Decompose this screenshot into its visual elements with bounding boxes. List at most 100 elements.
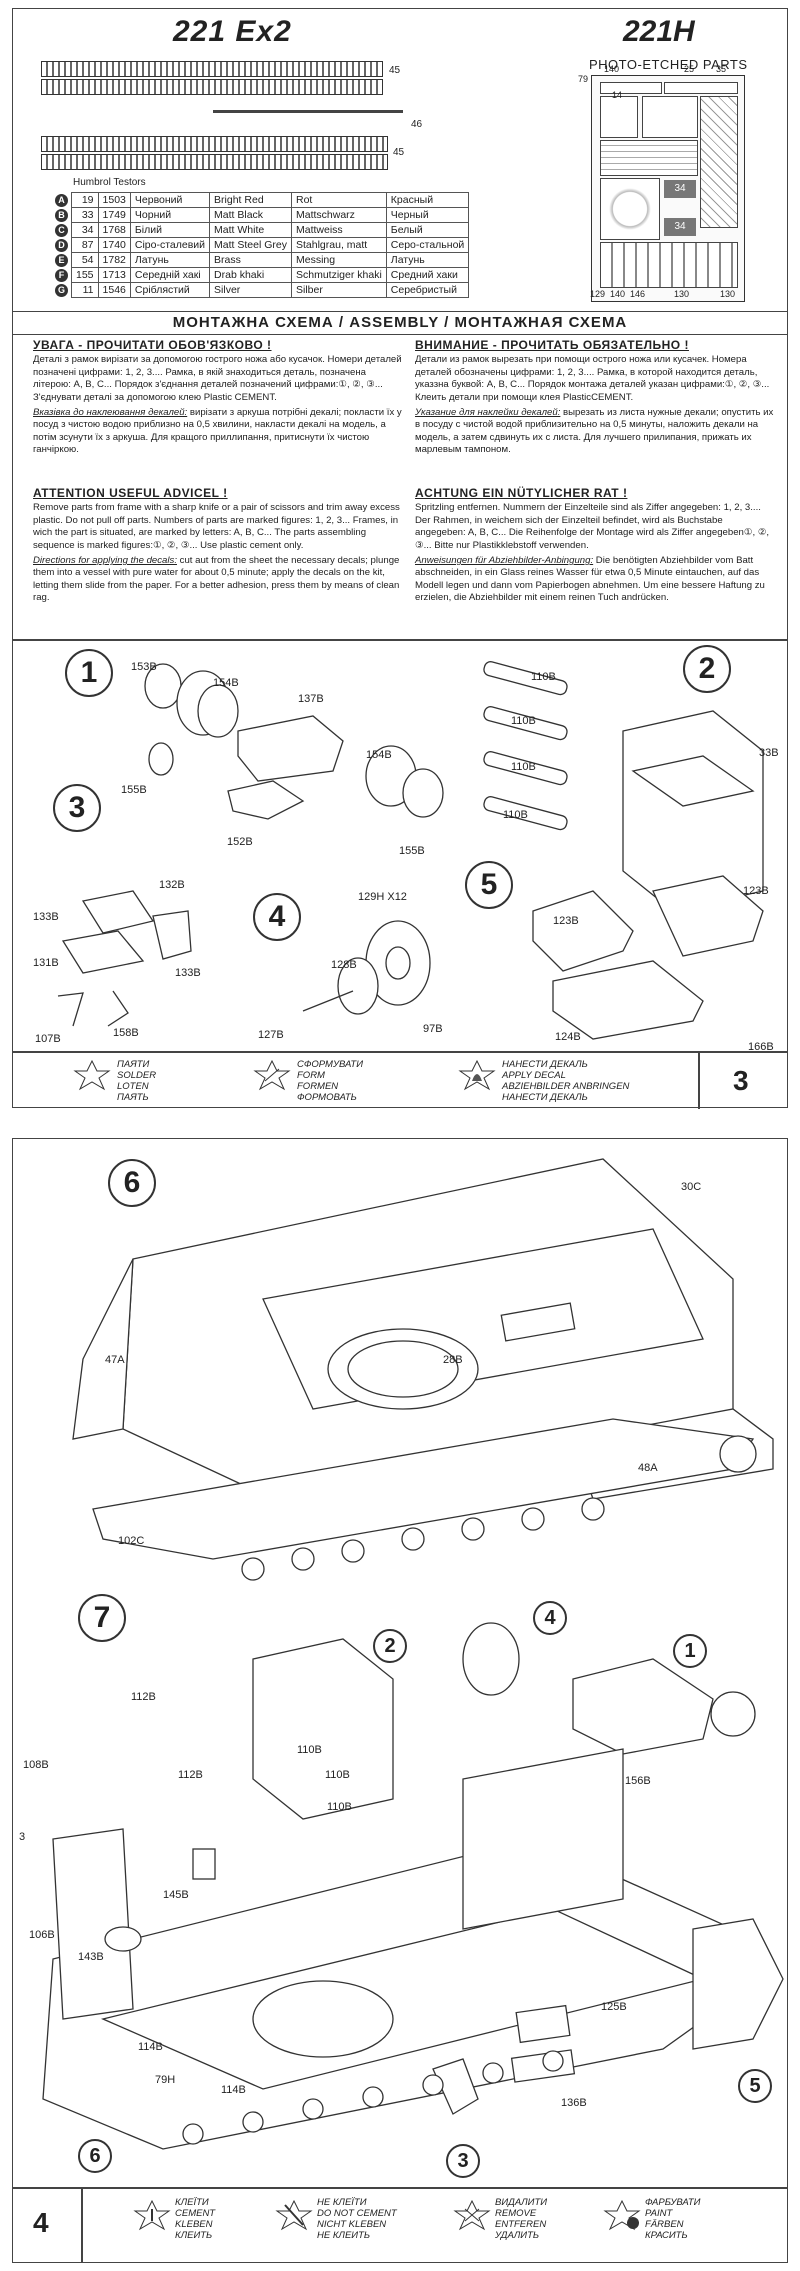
legend-text: КРАСИТЬ (645, 2230, 688, 2241)
part-label: 127B (258, 1029, 284, 1041)
text-de: Spritzling entfernen. Nummern der Einzel… (415, 502, 770, 551)
part-label: 137B (298, 693, 324, 705)
ammo-rack-shelf (631, 755, 755, 807)
ref-step-3-badge: 3 (446, 2144, 480, 2178)
legend-text: PAINT (645, 2208, 673, 2219)
testors-number: 1768 (97, 222, 131, 238)
assembly-diagram-steps-1-5 (57, 661, 764, 1040)
paint-code: G (55, 283, 68, 297)
part-label: 166B (748, 1041, 774, 1053)
part-label: 136B (561, 2097, 587, 2109)
road-wheel (242, 2111, 264, 2133)
road-wheel (482, 2062, 504, 2084)
road-wheel (241, 1557, 265, 1581)
paint-name-ru: Средний хаки (385, 267, 470, 283)
decal-title-ua: Вказівка до наклеювання декалей: (33, 407, 188, 419)
pe-part (600, 96, 638, 138)
paint-name-ua: Сіро-сталевий (129, 237, 211, 253)
instructions-en: ATTENTION USEFUL ADVICEL ! Remove parts … (33, 487, 403, 608)
ref-step-4-badge: 4 (533, 1601, 567, 1635)
pe-part (700, 96, 738, 228)
part-label: 28B (443, 1354, 463, 1366)
divider (698, 1051, 700, 1109)
part-label: 155B (399, 845, 425, 857)
part-label: 30C (681, 1181, 702, 1193)
part-label: 108B (23, 1759, 49, 1771)
part-label: 132B (159, 879, 185, 891)
road-wheel (341, 1539, 365, 1563)
cement-icon (133, 2199, 171, 2231)
instructions-de: ACHTUNG EIN NÜTYLICHER RAT ! Spritzling … (415, 487, 775, 608)
remove-icon (453, 2199, 491, 2231)
paint-name-de: Mattschwarz (291, 207, 387, 223)
part-label: 123B (743, 885, 769, 897)
model-title: 221 Ex2 (173, 15, 292, 48)
legend-text: SOLDER (117, 1070, 157, 1081)
part-label: 110B (327, 1801, 352, 1813)
part-label: 110B (511, 761, 536, 773)
shell (483, 706, 568, 741)
armor-plate (52, 1828, 134, 2020)
legend-text: СФОРМУВАТИ (297, 1059, 364, 1070)
testors-number: 1713 (97, 267, 131, 283)
legend-remove: ВИДАЛИТИ REMOVE ENTFEREN УДАЛИТЬ (495, 2197, 547, 2241)
wheel (710, 1691, 756, 1737)
divider (13, 639, 787, 641)
legend-text: ПАЯТИ (117, 1059, 150, 1070)
paint-name-en: Drab khaki (209, 267, 292, 283)
paint-name-ru: Белый (385, 222, 470, 238)
paint-code: C (55, 223, 68, 237)
part-label: 3 (19, 1831, 26, 1843)
paint-name-en: Bright Red (209, 192, 292, 208)
part-label: 110B (531, 671, 556, 683)
paint-brand-header: Humbrol Testors (73, 177, 146, 188)
pe-part-number: 140 (604, 64, 620, 74)
paint-name-de: Mattweiss (291, 222, 387, 238)
legend-cement: КЛЕЇТИ CEMENT KLEBEN КЛЕИТЬ (175, 2197, 215, 2241)
pe-part-number: 130 (674, 289, 690, 299)
decal-title-en: Directions for applying the decals: (33, 555, 177, 567)
step-5-badge: 5 (465, 861, 513, 909)
heading-ua: УВАГА - ПРОЧИТАТИ ОБОВ'ЯЗКОВО ! (33, 338, 272, 352)
turret-ring (252, 1980, 394, 2058)
part-label: 156B (625, 1775, 651, 1787)
hatch-disc (104, 1926, 142, 1952)
legend-text: НАНЕСТИ ДЕКАЛЬ (502, 1059, 588, 1070)
track-link-sprue (41, 154, 388, 170)
part-label: 110B (297, 1744, 322, 1756)
legend-text: НЕ КЛЕЇТИ (317, 2197, 367, 2208)
legend-text: ENTFEREN (495, 2219, 547, 2230)
testors-number: 1503 (97, 192, 131, 208)
paint-code: D (55, 238, 68, 252)
no-cement-icon (275, 2199, 313, 2231)
decal-text-ru: Указание для наклейки декалей: вырезать … (415, 407, 775, 457)
text-ua: Деталі з рамок вирізати за допомогою гос… (33, 354, 402, 403)
solder-icon (73, 1059, 111, 1091)
paint-name-ru: Черный (385, 207, 470, 223)
legend-text: CEMENT (175, 2208, 216, 2219)
legend-text: КЛЕЇТИ (175, 2197, 209, 2208)
decal-body-en: cut aut from the sheet the necessary dec… (33, 555, 400, 604)
paint-name-en: Silver (209, 282, 292, 298)
pe-part-number: 35 (716, 64, 727, 74)
track-link-sprue (41, 79, 383, 95)
part-label: 48A (638, 1462, 658, 1474)
paint-name-ua: Білий (129, 222, 211, 238)
testors-number: 1782 (97, 252, 131, 268)
part-label: 112B (131, 1691, 156, 1703)
paint-icon (603, 2199, 641, 2231)
step-1-badge: 1 (65, 649, 113, 697)
instruction-page-4: 6 7 2 1 4 3 5 6 30C 47A 28B 48A 102C 112… (12, 1138, 788, 2263)
seat (432, 2058, 479, 2115)
legend-text: FORMEN (297, 1081, 339, 1092)
ref-step-2-badge: 2 (373, 1629, 407, 1663)
heading-de: ACHTUNG EIN NÜTYLICHER RAT ! (415, 486, 628, 500)
decal-text-de: Anweisungen für Abziehbilder-Anbingung: … (415, 555, 775, 605)
crate (515, 2004, 571, 2044)
heading-ru: ВНИМАНИЕ - ПРОЧИТАТЬ ОБЯЗАТЕЛЬНО ! (415, 338, 689, 352)
